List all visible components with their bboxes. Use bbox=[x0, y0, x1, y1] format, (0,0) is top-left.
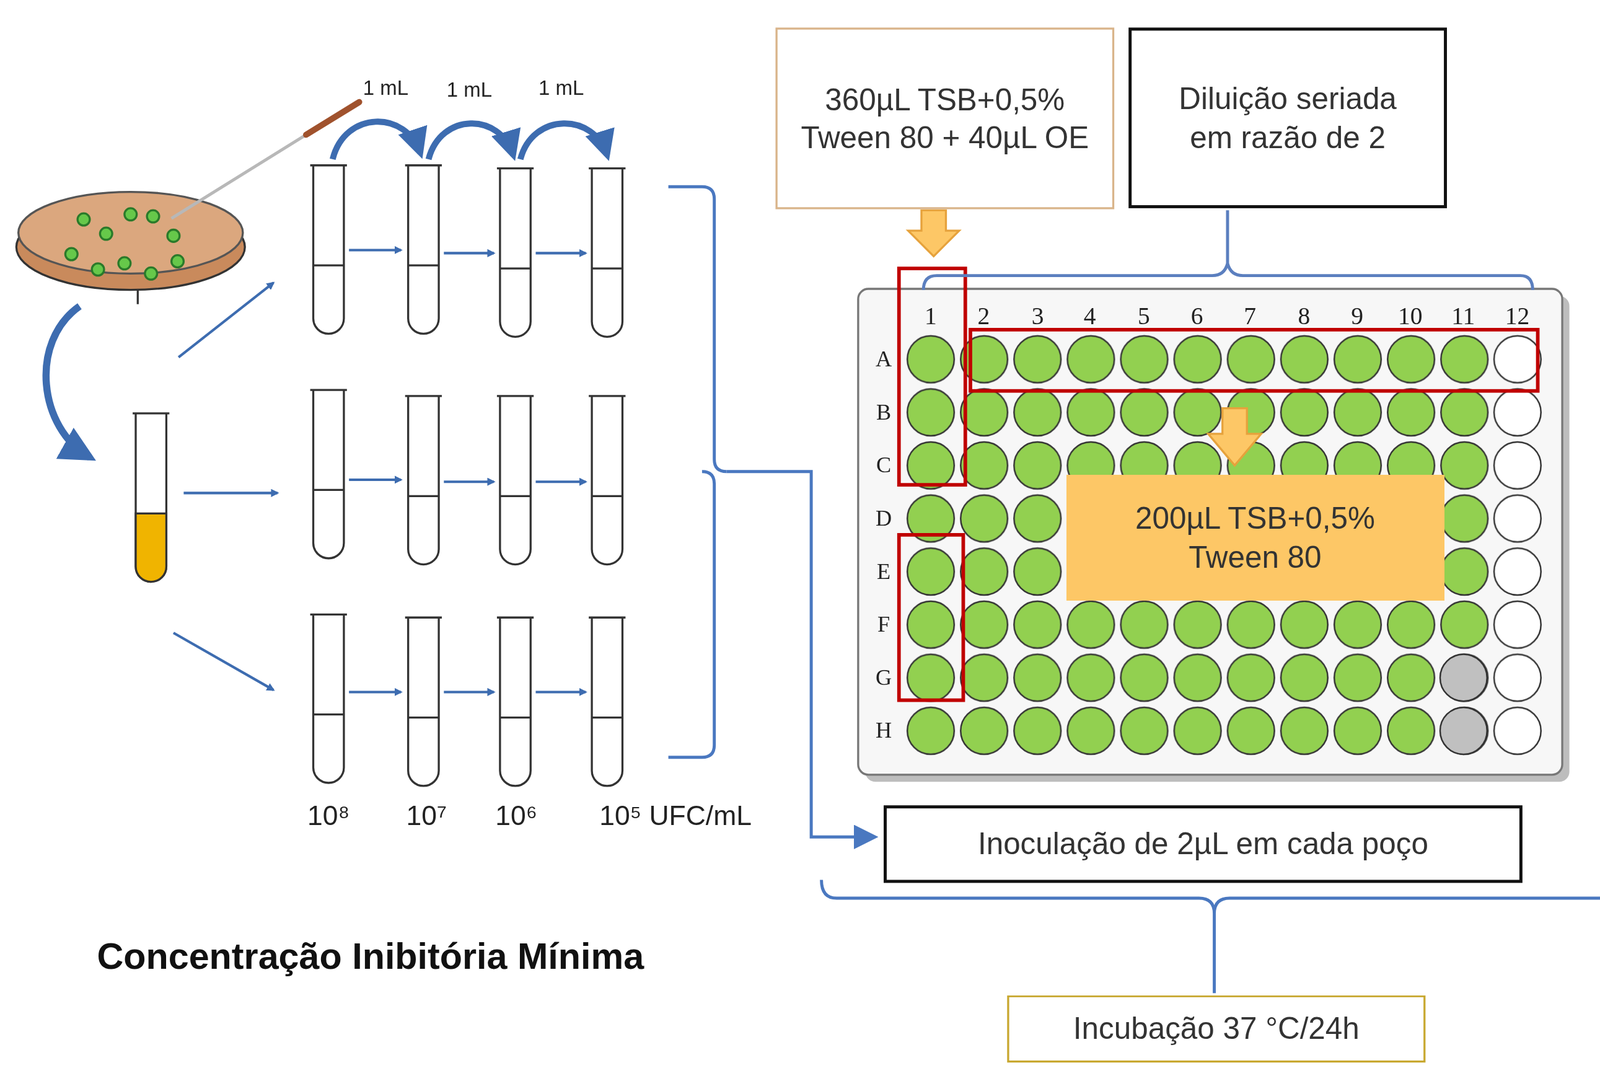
columns-brace bbox=[923, 210, 1533, 290]
dish-tick bbox=[136, 290, 139, 305]
incubation-brace bbox=[821, 879, 1600, 993]
colonies bbox=[65, 208, 184, 280]
plate-shadow bbox=[865, 296, 1570, 783]
column-number: 4 bbox=[1083, 303, 1097, 330]
inoculation-arrow bbox=[726, 471, 874, 838]
volume-label: 1 mL bbox=[446, 78, 493, 102]
row-letter: D bbox=[875, 506, 892, 532]
volume-label: 1 mL bbox=[363, 76, 409, 100]
concentration-label: 10⁸ bbox=[307, 801, 350, 832]
box-text: Diluição seriada em razão de 2 bbox=[1162, 79, 1414, 157]
plate-wells-empty bbox=[1490, 332, 1545, 758]
tube-bracket bbox=[668, 186, 727, 757]
column-number: 8 bbox=[1298, 303, 1311, 330]
transfer-arrow bbox=[45, 306, 90, 458]
inoculation-loop bbox=[171, 134, 307, 219]
row-letter: H bbox=[875, 718, 892, 743]
column-number: 3 bbox=[1031, 303, 1045, 330]
box-text: Incubação 37 °C/24h bbox=[1073, 1009, 1360, 1048]
box-text: Inoculação de 2µL em cada poço bbox=[977, 824, 1429, 864]
concentration-label: 10⁵ UFC/mL bbox=[599, 801, 752, 832]
column-number: 9 bbox=[1350, 303, 1364, 330]
step-box: Inoculação de 2µL em cada poço bbox=[883, 804, 1523, 883]
transfer-curves bbox=[332, 121, 608, 160]
row-letter: G bbox=[875, 664, 892, 690]
column-number: 5 bbox=[1137, 303, 1151, 330]
column-number: 11 bbox=[1451, 303, 1475, 330]
highlight-boxes bbox=[899, 268, 1539, 701]
step-box: Incubação 37 °C/24h bbox=[1006, 995, 1426, 1063]
broth bbox=[135, 513, 167, 582]
row-letter: C bbox=[876, 452, 892, 478]
block-arrow bbox=[908, 210, 960, 256]
column-number: 12 bbox=[1505, 303, 1530, 330]
control-well bbox=[1440, 707, 1488, 755]
medium-box: 200µL TSB+0,5% Tween 80 bbox=[1066, 474, 1444, 601]
row-letter: B bbox=[876, 399, 892, 425]
row-letter: F bbox=[877, 612, 890, 638]
concentration-label: 10⁶ bbox=[495, 801, 538, 832]
column-number: 2 bbox=[977, 303, 991, 330]
row-letter: A bbox=[875, 347, 892, 372]
control-well bbox=[1440, 654, 1488, 702]
tube-rim bbox=[132, 412, 170, 414]
plate-wells-filled bbox=[904, 332, 1491, 758]
row-letter: E bbox=[876, 558, 891, 584]
tube-arrows bbox=[348, 249, 586, 692]
dilution-tubes bbox=[310, 165, 626, 786]
column-number: 7 bbox=[1243, 303, 1257, 330]
block-arrow bbox=[1208, 408, 1262, 466]
reagent-box: 360µL TSB+0,5% Tween 80 + 40µL OE bbox=[775, 27, 1115, 209]
broth-tube bbox=[135, 413, 167, 582]
volume-label: 1 mL bbox=[538, 76, 584, 100]
step-box: Diluição seriada em razão de 2 bbox=[1128, 27, 1447, 208]
box-text: 200µL TSB+0,5% Tween 80 bbox=[1088, 498, 1422, 576]
figure-title: Concentração Inibitória Mínima bbox=[96, 935, 644, 976]
concentration-label: 10⁷ bbox=[406, 801, 448, 832]
split-arrows bbox=[173, 282, 278, 690]
petri-dish-agar bbox=[18, 192, 243, 274]
column-number: 6 bbox=[1191, 303, 1204, 330]
column-number: 1 bbox=[924, 303, 937, 330]
box-text: 360µL TSB+0,5% Tween 80 + 40µL OE bbox=[800, 79, 1091, 157]
column-number: 10 bbox=[1397, 303, 1423, 330]
